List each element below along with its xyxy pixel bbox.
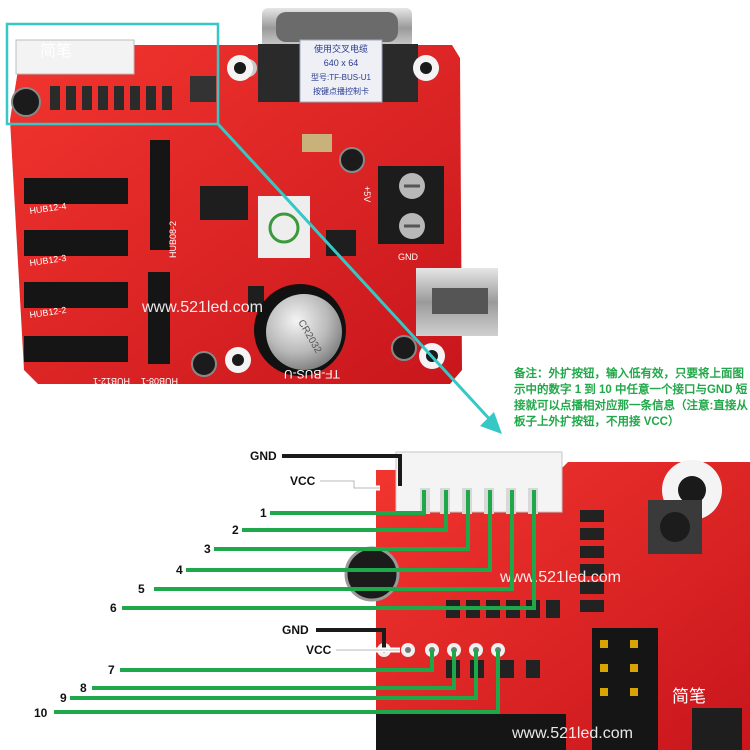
sticker-line-2: 640 x 64 [324,58,359,68]
label-10: 10 [34,706,48,720]
sticker-line-4: 按键点播控制卡 [313,86,369,96]
highlight-box [5,22,220,126]
wires [54,454,536,714]
label-vcc-top: VCC [290,474,316,488]
note-text: 备注：外扩按钮，输入低有效，只要将上面图示中的数字 1 到 10 中任意一个接口… [514,368,748,428]
label-vcc-mid: VCC [306,643,332,657]
wire-10 [54,650,500,714]
wire-8 [92,650,456,690]
label-sticker: 使用交叉电缆 640 x 64 型号:TF-BUS-U1 按键点播控制卡 [299,39,383,103]
wire-labels: GND VCC 1 2 3 4 5 6 GND VCC 7 8 9 10 [34,449,332,720]
sticker-line-3: 型号:TF-BUS-U1 [311,73,372,82]
wire-5 [154,490,514,591]
watermark-top: www.521led.com [141,299,263,316]
wire-1 [270,490,426,515]
label-5: 5 [138,582,145,596]
watermark-zoom-2: www.521led.com [511,725,633,742]
board-name-top: TF-BUS-U [284,367,340,381]
board-photo-top: 使用交叉电缆 640 x 64 型号:TF-BUS-U1 按键点播控制卡 [10,8,498,386]
wire-9 [70,650,478,700]
usb-port [416,268,498,336]
hub-label-6: HUB08-2 [168,221,178,258]
screw-terminal [378,166,444,244]
hub-headers-top [24,140,170,364]
label-gnd-mid: GND [282,623,309,637]
wire-7 [120,650,434,672]
hub-label-4: HUB12-1 [93,376,130,386]
label-3: 3 [204,542,211,556]
wire-gnd-mid [316,628,386,650]
sticker-line-1: 使用交叉电缆 [314,43,368,54]
label-1: 1 [260,506,267,520]
wire-3 [214,490,470,551]
tact-switch-button-zoom [660,512,690,542]
button-connector-top [15,39,135,75]
capacitor-2-top [191,351,217,377]
wire-vcc-top [320,478,380,491]
wire-gnd-top [282,454,402,486]
label-2: 2 [232,523,239,537]
resistor-rows-zoom [446,510,604,678]
capacitor-3-top [391,335,417,361]
corner-watermark-top: 简笔 [40,41,72,60]
hub-label-5: HUB08-1 [141,376,178,386]
coin-cell: CR2032 [254,284,346,376]
small-components-top [50,86,172,110]
label-gnd-top: GND [250,449,277,463]
terminal-label-5v: +5V [362,186,372,202]
callout-arrow-line [216,122,496,426]
label-6: 6 [110,601,117,615]
label-4: 4 [176,563,183,577]
wire-2 [242,490,448,532]
label-8: 8 [80,681,87,695]
callout-arrowhead [480,412,502,434]
electrolytic-cap-zoom [344,546,400,602]
board-photo-zoom: www.521led.com www.521led.com 简笔 [344,451,750,750]
pin-header-zoom [376,628,742,750]
label-7: 7 [108,663,115,677]
wire-4 [186,490,492,572]
capacitor-1-top [339,147,365,173]
watermark-zoom-1: www.521led.com [499,569,621,586]
wire-6 [122,490,536,610]
label-9: 9 [60,691,67,705]
corner-watermark-zoom: 简笔 [672,687,706,707]
ic-chips-top [200,134,356,312]
terminal-label-gnd: GND [398,252,419,262]
wire-vcc-top-edge [320,480,380,489]
electrolytic-cap-top [11,87,41,117]
tact-switch-top [190,76,216,102]
mounting-hole-zoom-inner [678,476,706,504]
